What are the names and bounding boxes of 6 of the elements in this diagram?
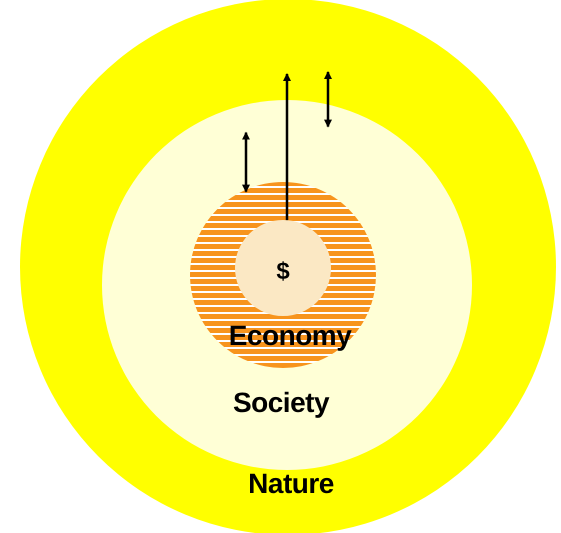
double-arrow — [324, 71, 332, 128]
circle-label: Society — [232, 387, 330, 419]
double-arrow — [242, 132, 250, 193]
currency-symbol: $ — [276, 258, 290, 286]
circle-label: Nature — [248, 468, 334, 500]
arrow — [283, 73, 291, 220]
